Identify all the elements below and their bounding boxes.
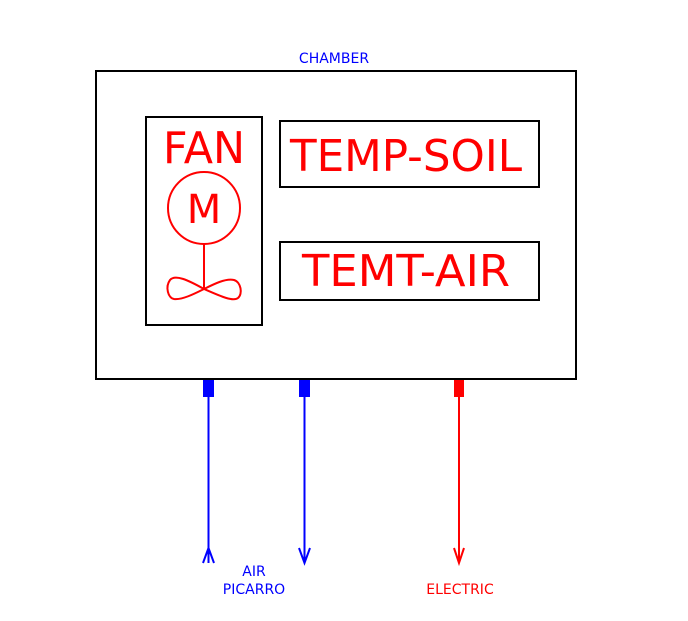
picarro-label: PICARRO — [223, 582, 285, 598]
chamber-label: CHAMBER — [299, 51, 369, 67]
chamber-box — [95, 70, 577, 380]
temp-soil-box — [279, 120, 540, 188]
temp-air-box — [279, 241, 540, 301]
electric-port — [454, 380, 464, 397]
temp-air-label: TEMT-AIR — [301, 246, 510, 297]
motor-label: M — [187, 187, 222, 233]
arrow-down-icon — [453, 547, 465, 567]
fan-box — [145, 116, 263, 326]
air-label: AIR — [242, 564, 266, 580]
electric-label: ELECTRIC — [426, 582, 494, 598]
air-in-port — [203, 380, 214, 397]
air-out-port — [299, 380, 310, 397]
fan-label: FAN — [163, 123, 245, 174]
temp-soil-label: TEMP-SOIL — [289, 131, 522, 182]
arrow-down-icon — [298, 547, 311, 566]
fan-blade-icon — [166, 276, 242, 301]
arrow-up-icon — [202, 547, 215, 564]
